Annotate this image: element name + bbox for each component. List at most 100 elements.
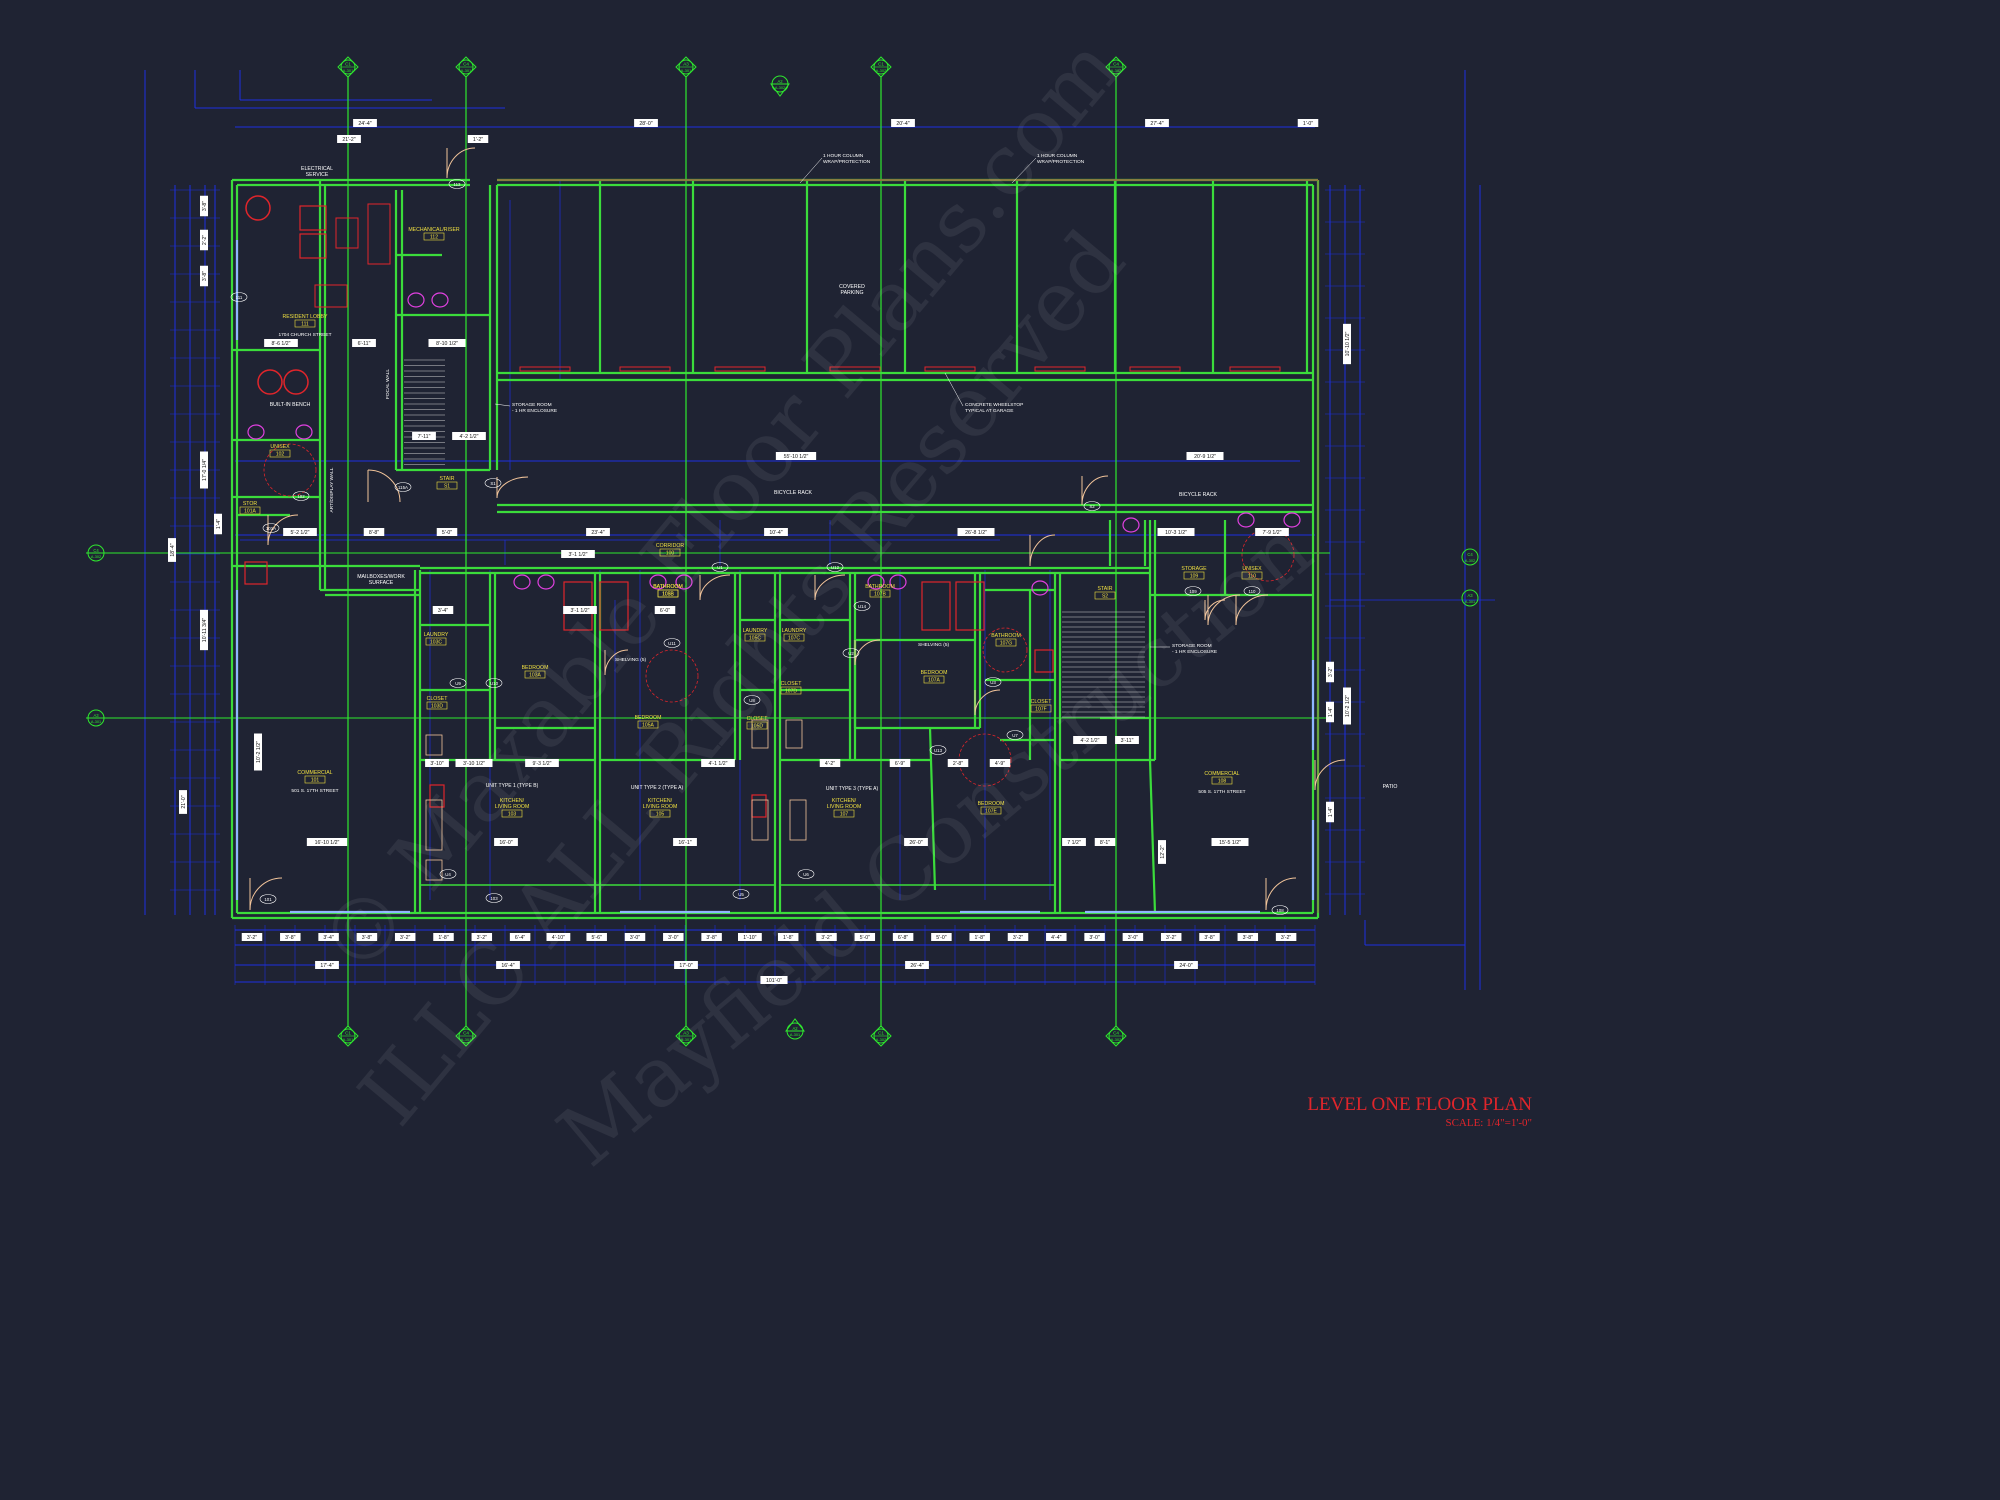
shower [429,784,445,808]
room-number: 102 [276,452,285,458]
dimension-text: 8'-10 1/2" [436,341,458,347]
dimension-box [1343,323,1351,365]
dimension-box [433,933,454,941]
dimension: 23'-4" [586,528,610,536]
door-tag-text: 110 [1249,589,1257,594]
dimension-text: 24'-0" [1179,963,1192,969]
dimension: 4'-10" [546,933,571,941]
door-tag-text: U1 [717,565,723,570]
dimension: 3'-8" [1237,933,1259,941]
door-tag-text: U8 [749,698,755,703]
electrical-equipment [299,205,327,231]
dimension-box [1115,736,1139,744]
door-tag-text: U7 [1012,733,1018,738]
room-name: ELECTRICAL [301,166,333,172]
dimension-text: 3'-2" [1013,935,1023,941]
room-number-box [657,589,679,598]
dimension-box [280,933,301,941]
dimension-box [471,933,493,941]
dimension-box [624,933,646,941]
section-arrow [770,83,790,97]
dimension-text: 6'-4" [515,935,525,941]
grid-line-label: C4 [1467,552,1473,557]
door-tag-text: U11 [668,641,676,646]
door-tag-text: 101 [264,897,272,902]
dimension-text: 21'-0" [181,795,187,808]
grid-line-label: A3 [683,62,689,67]
dimension-box [889,759,911,767]
dimension-box [168,538,176,562]
dimension: 7'-9 1/2" [1255,528,1289,536]
annotations: ELECTRICALSERVICEMECHANICAL/RISER112RESI… [168,119,1397,984]
dimension-text: 7 1/2" [1067,840,1081,846]
plan-note: WRAP/PROTECTION [823,159,871,165]
room-name: BEDROOM [522,665,549,671]
dimension-box [1326,801,1334,823]
dimension-box [764,528,788,536]
leader-line [799,157,823,184]
dimension: 4'-2 1/2" [1073,736,1107,744]
dimension-text: 20'-4" [896,121,909,127]
dimension-text: 1'-0" [1303,121,1313,127]
dimension-text: 7'-11" [418,434,431,440]
room-name: SURFACE [369,580,394,586]
door-swing [814,574,846,601]
plan-note: SHELVING (5) [918,642,950,648]
shower [955,581,985,631]
dimension-text: 1'-4" [1328,807,1334,817]
wheelstop [519,366,571,372]
dimension-text: 3'-0" [668,935,678,941]
dimension-text: 10'-11 3/4" [202,618,208,643]
door-tag-oval [448,179,466,189]
room-number: 107B [874,592,886,598]
dimension: 3'-1 1/2" [563,606,597,614]
dimension-box [200,265,208,287]
dimension-text: 10'-2 1/2" [1345,695,1351,717]
plumbing-fixture [1283,512,1301,528]
dimension-text: 7'-9 1/2" [1263,530,1282,536]
dimension: 1'-8" [777,933,799,941]
room-number: 101A [244,509,256,515]
room-name: UNISEX [270,444,290,450]
door-tag-oval [1184,586,1202,596]
grid-sheet-label: A-301 [681,1037,692,1042]
dimension: 3'-2" [1275,933,1297,941]
door-tag-text: U12 [831,565,840,570]
plumbing-fixture [1122,517,1140,533]
dimension: 24'-4" [353,119,377,127]
plumbing-fixture [675,574,693,590]
dimension-text: 26'-0" [909,840,922,846]
dimension: 7 1/2" [1062,838,1086,846]
dimension-box [200,451,208,489]
door-swing [1235,594,1269,626]
dimension-box [1157,528,1195,536]
dimension-text: 3'-2" [477,935,487,941]
dimension: 10'-11 3/4" [200,609,208,651]
dimension-text: 6'-11" [358,341,371,347]
dimension: 16'-1" [673,838,697,846]
dimension-box [969,933,990,941]
dimension-box [179,790,187,814]
dimension: 17'-0 1/4" [200,451,208,489]
room-number-box [833,809,855,818]
door-swing [446,147,476,179]
grid-line-label: A3 [1467,593,1473,598]
dimension-text: 10'-2 1/2" [256,741,262,763]
plan-note: WRAP/PROTECTION [1037,159,1085,165]
dimension-box [892,933,914,941]
dimension-text: 3'-2" [1328,667,1334,677]
dimension-text: 3'-1 1/2" [569,552,588,558]
dimension-text: 3'-2" [1166,935,1176,941]
dimension: 4'-2" [819,759,841,767]
room-name: RESIDENT LOBBY [283,314,328,320]
plumbing-fixture [867,574,885,590]
grid-line-label: C4 [1113,1031,1119,1036]
room-number-box [780,686,802,695]
dimension-text: 5'-0" [936,935,946,941]
dimension-text: 3'-0" [1089,935,1099,941]
cabinet [785,719,803,749]
